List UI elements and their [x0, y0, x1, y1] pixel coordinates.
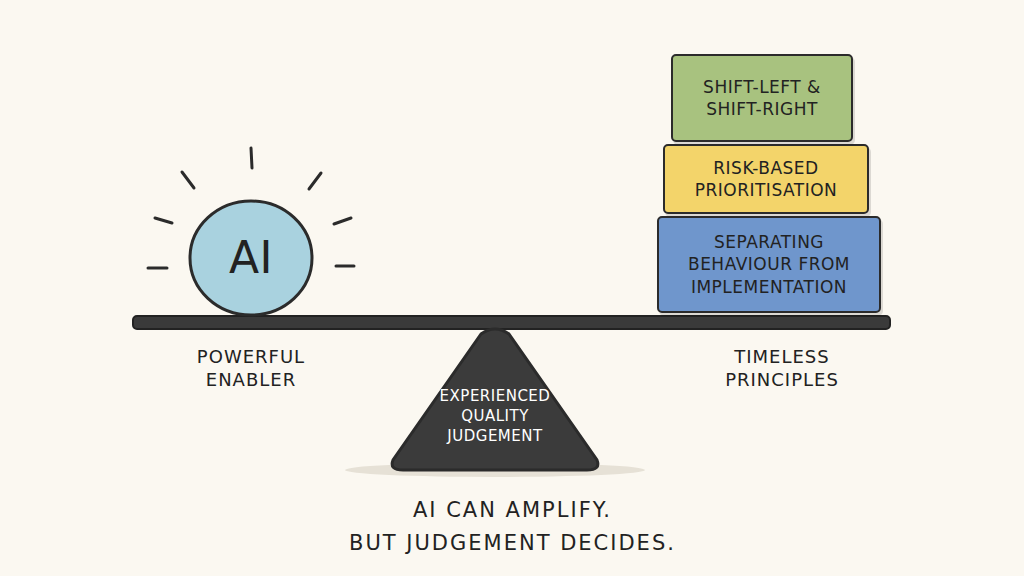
side-label: POWERFUL ENABLER [176, 345, 326, 392]
side-label: TIMELESS PRINCIPLES [707, 345, 857, 392]
ai-circle: AI [188, 199, 314, 317]
box-label: SHIFT-LEFT & SHIFT-RIGHT [685, 76, 839, 120]
fulcrum-label: EXPERIENCED QUALITY JUDGEMENT [435, 386, 555, 447]
principle-box: SEPARATING BEHAVIOUR FROM IMPLEMENTATION [657, 216, 881, 313]
box-label: SEPARATING BEHAVIOUR FROM IMPLEMENTATION [671, 231, 867, 297]
caption: AI CAN AMPLIFY. BUT JUDGEMENT DECIDES. [349, 494, 676, 559]
seesaw-beam [133, 316, 890, 329]
circle-label: AI [229, 229, 273, 286]
box-label: RISK-BASED PRIORITISATION [677, 157, 855, 201]
principle-box: RISK-BASED PRIORITISATION [663, 144, 869, 214]
fulcrum-triangle: EXPERIENCED QUALITY JUDGEMENT [389, 328, 601, 470]
principle-box: SHIFT-LEFT & SHIFT-RIGHT [671, 54, 853, 142]
